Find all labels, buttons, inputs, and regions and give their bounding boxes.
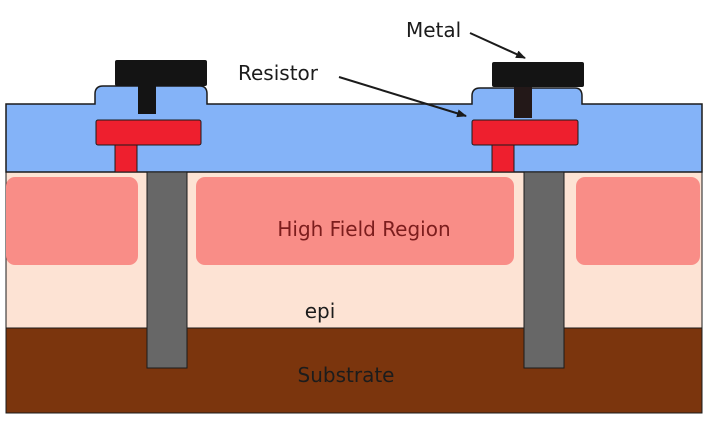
substrate-label: Substrate xyxy=(298,363,395,387)
resistor-bar-left xyxy=(95,119,202,146)
high-field-region-center xyxy=(196,177,514,265)
high-field-region-label: High Field Region xyxy=(277,217,450,241)
substrate-layer xyxy=(5,327,703,414)
metal-via-right xyxy=(514,82,532,118)
resistor-label: Resistor xyxy=(238,61,319,85)
metal-callout-arrow xyxy=(469,32,526,59)
resistor-callout-arrow xyxy=(338,76,467,118)
trench-via-right xyxy=(523,171,565,369)
resistor-plug-left xyxy=(114,143,138,173)
metal-cap-left xyxy=(115,60,207,86)
high-field-region-right xyxy=(576,177,700,265)
epi-label: epi xyxy=(305,299,336,323)
metal-label: Metal xyxy=(406,18,461,42)
high-field-region-left xyxy=(6,177,138,265)
metal-cap-right xyxy=(492,62,584,87)
trench-via-left xyxy=(146,171,188,369)
resistor-plug-right xyxy=(491,143,515,173)
metal-via-left xyxy=(138,80,156,114)
resistor-bar-right xyxy=(471,119,579,146)
